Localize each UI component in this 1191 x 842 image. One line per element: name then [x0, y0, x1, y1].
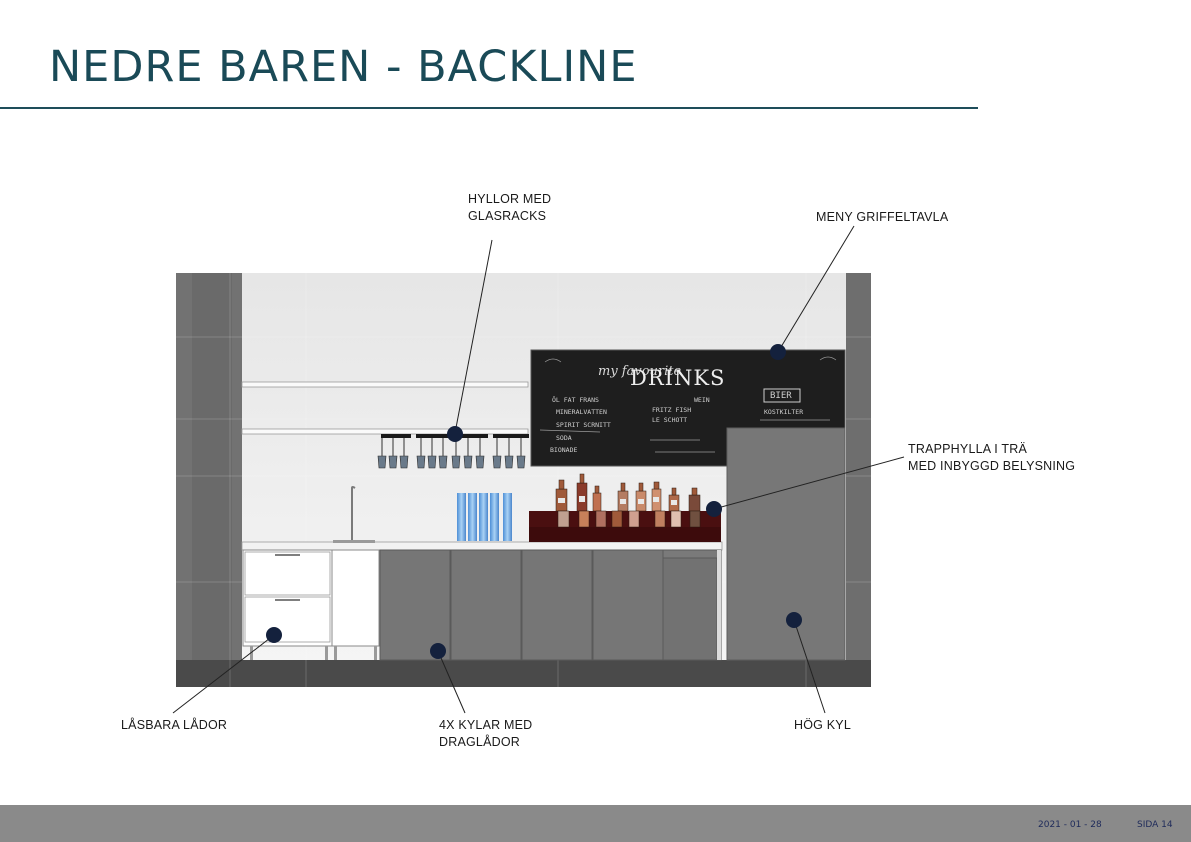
chalk-item: KOSTKILTER [764, 408, 803, 416]
footer-date: 2021 - 01 - 28 [1038, 820, 1102, 830]
lockable-drawers [242, 549, 333, 660]
glass-rack [377, 434, 529, 469]
footer-bar [0, 805, 1191, 842]
callout-lockable-drawers: LÅSBARA LÅDOR [121, 718, 228, 732]
marker-dot [266, 627, 282, 643]
marker-dot [770, 344, 786, 360]
tall-fridge [726, 427, 846, 661]
sink-cabinet [331, 549, 380, 660]
glass-stacks [457, 493, 512, 541]
end-cabinet [662, 549, 722, 661]
chalk-item: WEIN [694, 396, 710, 404]
coolers [379, 549, 664, 661]
callout-shelves: HYLLOR MED GLASRACKS [468, 192, 552, 223]
chalk-item: SODA [556, 434, 572, 442]
marker-dot [706, 501, 722, 517]
chalk-item: ÖL FAT FRANS [552, 395, 599, 404]
bottles [555, 473, 701, 528]
counter-top [241, 541, 723, 551]
callout-step-shelf: TRAPPHYLLA I TRÄ MED INBYGGD BELYSNING [908, 442, 1076, 473]
floor-plinth [176, 660, 871, 687]
chalk-title: DRINKS [630, 366, 725, 390]
upper-shelf [241, 381, 529, 388]
chalk-item: FRITZ FISH [652, 406, 691, 414]
page-number: SIDA 14 [1137, 820, 1173, 830]
marker-dot [430, 643, 446, 659]
chalk-item: SPIRIT SCRNITT [556, 421, 611, 429]
chalk-header: my favourite [598, 364, 682, 379]
callout-lines [172, 225, 905, 714]
callout-markers [266, 344, 802, 659]
callout-menu-board: MENY GRIFFELTAVLA [816, 210, 949, 224]
faucet [351, 486, 356, 541]
callout-coolers: 4X KYLAR MED DRAGLÅDOR [439, 718, 533, 749]
chalk-item: BIER [770, 391, 792, 401]
title-divider [0, 107, 978, 109]
chalk-item: LE SCHOTT [652, 416, 687, 424]
marker-dot [447, 426, 463, 442]
lower-shelf [241, 428, 529, 435]
chalk-item: MINERALVATTEN [556, 408, 607, 416]
callout-tall-fridge: HÖG KYL [794, 718, 851, 732]
page-title: NEDRE BAREN - BACKLINE [49, 42, 638, 92]
chalk-item: BIONADE [550, 446, 577, 454]
marker-dot [786, 612, 802, 628]
